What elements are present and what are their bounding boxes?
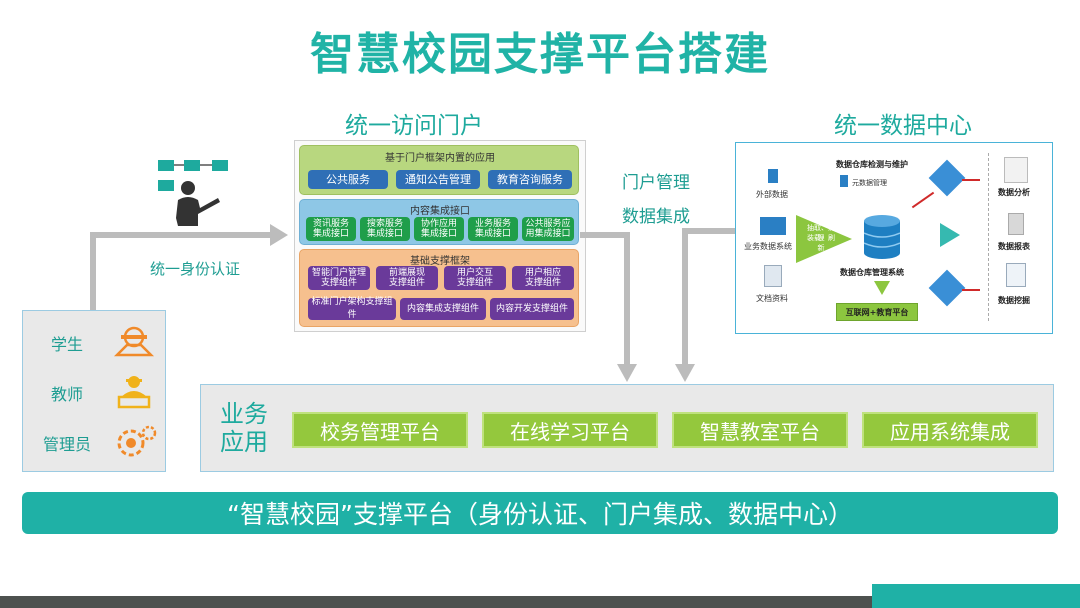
integration-layer-title: 内容集成接口 [410,206,470,217]
output-label: 数据分析 [998,188,1030,197]
framework-layer: 基础支撑框架 智能门户管理 支撑组件 前端展现 支撑组件 用户交互 支撑组件 用… [299,249,579,327]
etl-label: 装载、刷新 [807,234,835,252]
apps-layer-title: 基于门户框架内置的应用 [385,153,495,164]
framework-chip: 标准门户架构支撑组件 [308,297,396,320]
app-chip: 教育咨询服务 [488,170,572,189]
server-icon [760,217,786,235]
output-label: 数据报表 [998,242,1030,251]
etl-arrow [796,215,852,263]
red-arrow [962,289,980,291]
user-label: 学生 [51,335,84,354]
monitor-label: 数据仓库检测与维护 [836,160,908,169]
red-arrow [911,191,935,209]
data-arrow-vertical [682,228,688,366]
business-label: 业务 应用 [220,400,268,456]
framework-chip: 内容开发支撑组件 [490,298,574,320]
portal-arrow-vertical [624,232,630,366]
app-chip: 通知公告管理 [396,170,480,189]
apps-layer: 基于门户框架内置的应用 公共服务 通知公告管理 教育咨询服务 [299,145,579,195]
identity-arrow-horizontal [90,232,272,238]
report-icon [1008,213,1024,235]
identity-arrowhead [270,224,288,246]
red-arrow [962,179,980,181]
framework-layer-title: 基础支撑框架 [410,256,470,267]
platform-badge: 互联网+教育平台 [836,303,918,321]
identity-label: 统一身份认证 [150,260,241,278]
source-label: 外部数据 [756,190,788,199]
users-panel: 学生 教师 管理员 [22,310,166,472]
divider [988,153,990,321]
biz-button-system-integration[interactable]: 应用系统集成 [862,412,1038,448]
framework-chip: 智能门户管理 支撑组件 [308,266,370,290]
integration-chip: 业务服务 集成接口 [468,217,518,241]
biz-button-affairs[interactable]: 校务管理平台 [292,412,468,448]
biz-button-smart-classroom[interactable]: 智慧教室平台 [672,412,848,448]
mining-icon [1006,263,1026,287]
warehouse-label: 数据仓库管理系统 [840,268,904,277]
data-arrow-horizontal [682,228,738,234]
teacher-icon [111,373,157,409]
data-center-diagram: 外部数据 业务数据系统 文档资料 抽取、清理 装载、刷新 数据仓库检测与维护 元… [735,142,1053,334]
footer-bar [0,596,872,608]
platform-banner: “智慧校园”支撑平台（身份认证、门户集成、数据中心） [22,492,1058,534]
student-icon [111,325,157,357]
metadata-label: 元数据管理 [852,179,887,187]
footer-accent [872,584,1080,608]
output-label: 数据挖掘 [998,296,1030,305]
app-chip: 公共服务 [308,170,388,189]
cube-icon [928,269,966,307]
warehouse-icon [863,215,901,259]
page-title: 智慧校园支撑平台搭建 [310,29,770,80]
chart-icon [1004,157,1028,183]
portal-arrow-horizontal [580,232,630,238]
portal-heading: 统一访问门户 [345,113,483,139]
data-integration-label: 数据集成 [622,207,690,227]
integration-chip: 搜索服务 集成接口 [360,217,410,241]
integration-chip: 资讯服务 集成接口 [306,217,356,241]
framework-chip: 前端展现 支撑组件 [376,266,438,290]
framework-chip: 用户交互 支撑组件 [444,266,506,290]
document-icon [764,265,782,287]
right-arrow [940,223,960,247]
framework-chip: 用户相应 支撑组件 [512,266,574,290]
down-arrow [874,281,890,295]
data-arrowhead [675,364,695,382]
portal-mgmt-label: 门户管理 [622,173,690,193]
metadata-icon [840,175,848,187]
user-label: 管理员 [43,435,92,454]
identity-arrow-vertical [90,232,96,310]
database-icon [768,169,778,183]
integration-chip: 公共服务应 用集成接口 [522,217,574,241]
integration-layer: 内容集成接口 资讯服务 集成接口 搜索服务 集成接口 协作应用 集成接口 业务服… [299,199,579,245]
portal-diagram: 基于门户框架内置的应用 公共服务 通知公告管理 教育咨询服务 内容集成接口 资讯… [294,140,586,332]
source-label: 业务数据系统 [744,242,792,251]
portal-arrowhead [617,364,637,382]
etl-label: 抽取、清理 [807,224,835,242]
cube-icon [928,159,966,197]
user-label: 教师 [51,385,84,404]
framework-chip: 内容集成支撑组件 [400,298,486,320]
presenter-icon [152,156,236,228]
admin-icon [111,423,159,459]
source-label: 文档资料 [756,294,788,303]
integration-chip: 协作应用 集成接口 [414,217,464,241]
biz-button-online-learning[interactable]: 在线学习平台 [482,412,658,448]
data-center-heading: 统一数据中心 [834,113,972,139]
